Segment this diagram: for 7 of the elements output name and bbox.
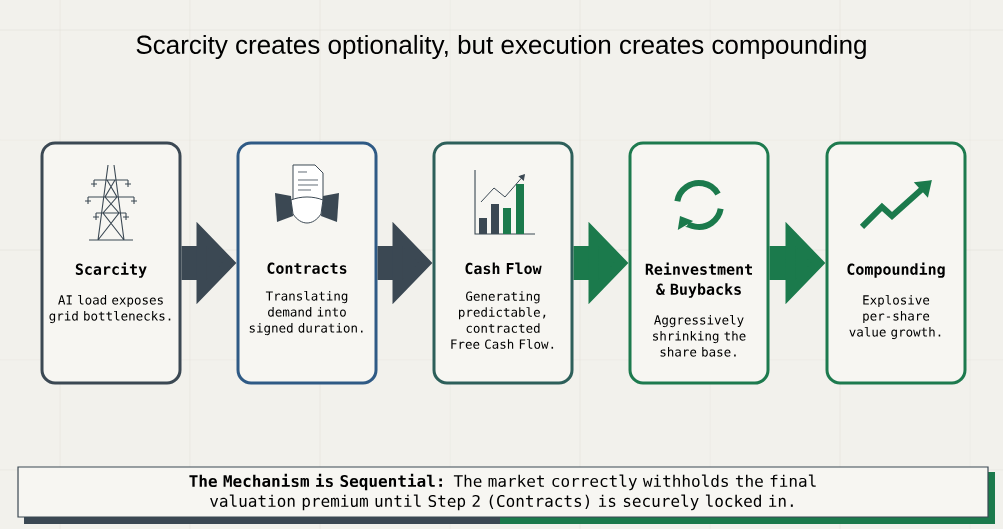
step-box: Cash Flow Generating predictable, contracted Free Cash Flow. — [432, 141, 574, 385]
step-box: Contracts Translating demand into signed duration. — [236, 141, 378, 385]
step-box: Reinvestment & Buybacks Aggressively shrinking the share base. — [628, 141, 770, 385]
step-box: Compounding Explosive per-share value growth. — [825, 141, 967, 385]
step-box: Scarcity AI load exposes grid bottlenecks. — [40, 141, 182, 385]
title: Scarcity creates optionality, but execution creates compounding — [136, 34, 866, 60]
note-box: The Mechanism is Sequential: The market correctly withholds the final valuation premium until Step 2 (Contracts) is securely locked in. — [17, 466, 995, 524]
